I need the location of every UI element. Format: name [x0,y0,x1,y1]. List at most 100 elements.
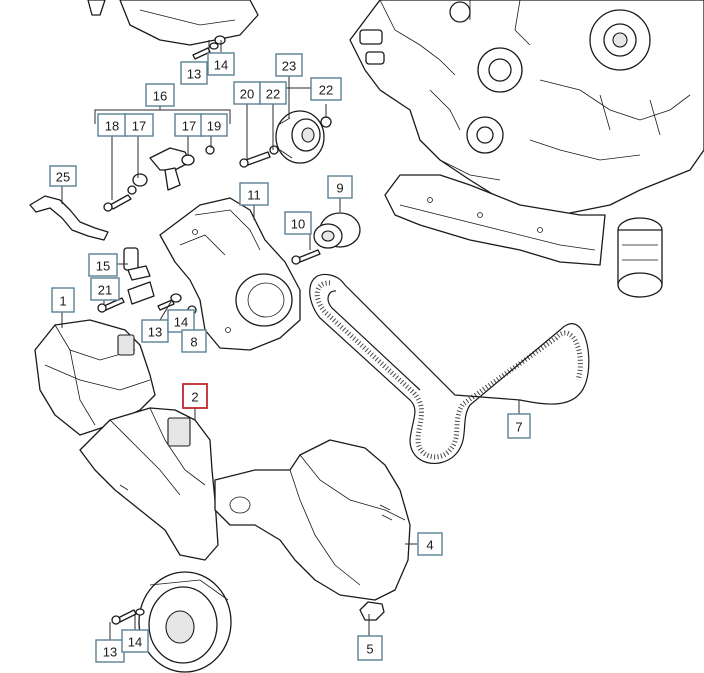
label-25: 25 [49,165,77,187]
label-20-text: 20 [240,87,254,102]
upper-cover-fragment [87,0,259,46]
label-13-bottom: 13 [95,639,125,663]
label-17-b: 17 [174,113,204,137]
label-14-bottom-box [121,629,149,653]
label-11: 11 [239,182,269,206]
label-7-text: 7 [515,420,522,435]
label-23: 23 [275,53,303,77]
timing-belt-7 [309,273,590,464]
middle-cover-2 [79,407,219,561]
label-18-text: 18 [105,119,119,134]
label-13-mid: 13 [141,319,169,343]
label-14-mid-box [167,309,195,333]
clip-5 [359,601,385,621]
label-2: 2 [182,383,208,409]
label-9: 9 [327,175,353,199]
label-5-text: 5 [366,642,373,657]
bracket-25 [29,195,109,241]
label-14-bottom-text: 14 [128,635,142,650]
label-22-a-text: 22 [266,87,280,102]
label-1-box [51,287,75,313]
label-10-text: 10 [291,217,305,232]
bolt-21 [97,297,125,313]
rear-timing-cover-11 [159,197,301,351]
label-23-box [275,53,303,77]
vibration-damper [138,571,232,673]
label-17-a-text: 17 [132,119,146,134]
label-22-b: 22 [310,77,342,101]
label-22-b-box [310,77,342,101]
label-13-mid-text: 13 [148,325,162,340]
label-17-a-box [124,113,154,137]
label-21: 21 [90,277,120,301]
label-9-box [327,175,353,199]
label-14-top-box [207,52,235,76]
label-4-box [417,532,443,556]
label-17-a: 17 [124,113,154,137]
label-4-text: 4 [426,538,433,553]
label-19: 19 [200,113,228,137]
label-18: 18 [97,113,127,137]
label-14-top: 14 [207,52,235,76]
upper-cover-1 [34,319,156,436]
label-14-bottom: 14 [121,629,149,653]
label-17-b-text: 17 [182,119,196,134]
idler-roller-9 [313,212,361,249]
label-11-box [239,182,269,206]
label-11-text: 11 [247,188,261,203]
label-14-top-text: 14 [214,58,228,73]
label-21-text: 21 [98,283,112,298]
washer-14-top [214,35,226,45]
label-20: 20 [233,81,261,105]
label-7: 7 [507,413,531,439]
label-22-b-text: 22 [319,83,333,98]
label-10-box [284,211,312,235]
bolt-10 [291,249,321,265]
label-2-text: 2 [191,390,198,405]
label-21-box [90,277,120,301]
label-13-bottom-text: 13 [103,645,117,660]
tensioner-roller-23 [275,110,325,164]
label-25-box [49,165,77,187]
label-2-box [182,383,208,409]
label-8-box [181,329,207,353]
sensor-15 [123,247,155,305]
label-16-box [145,83,175,107]
bolt-20 [239,145,279,168]
label-1: 1 [51,287,75,313]
label-15: 15 [88,253,118,277]
washer-22 [320,116,332,128]
label-19-box [200,113,228,137]
label-8: 8 [181,329,207,353]
label-13-top-box [180,61,208,85]
label-7-box [507,413,531,439]
label-13-top-text: 13 [187,67,201,82]
label-16-text: 16 [153,89,167,104]
label-15-text: 15 [96,259,110,274]
label-1-text: 1 [59,294,66,309]
label-5: 5 [357,635,383,661]
bolt-washer-13-14-bottom [111,608,145,625]
label-10: 10 [284,211,312,235]
label-14-mid: 14 [167,309,195,333]
label-14-mid-text: 14 [174,315,188,330]
label-13-top: 13 [180,61,208,85]
lower-cover-4 [214,439,411,601]
label-25-text: 25 [56,170,70,185]
label-5-box [357,635,383,661]
label-23-text: 23 [282,59,296,74]
label-9-text: 9 [336,181,343,196]
engine-block [349,0,704,298]
bolt-13-top [192,42,219,60]
label-15-box [88,253,118,277]
bolt-18 [103,194,132,212]
label-16: 16 [145,83,175,107]
label-4: 4 [417,532,443,556]
tensioner-bracket-17 [127,145,215,195]
label-22-a: 22 [259,81,287,105]
label-19-text: 19 [207,119,221,134]
label-8-text: 8 [190,335,197,350]
label-22-a-box [259,81,287,105]
